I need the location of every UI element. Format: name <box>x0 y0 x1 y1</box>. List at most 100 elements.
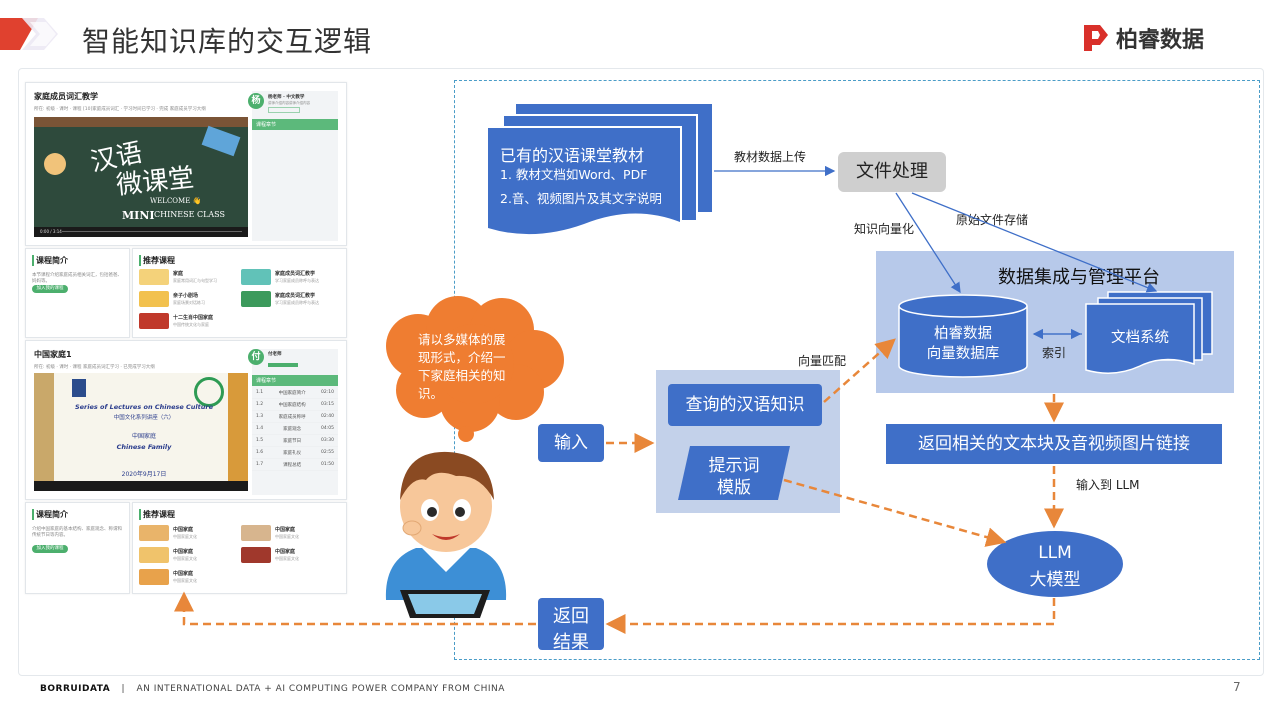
vector-database-icon <box>898 294 1028 378</box>
input-llm-label: 输入到 LLM <box>1076 478 1140 492</box>
recommend-item[interactable]: 中国家庭 中国家庭文化 <box>241 547 299 563</box>
page-title: 智能知识库的交互逻辑 <box>82 25 373 58</box>
recommend-item[interactable]: 中国家庭 中国家庭文化 <box>139 525 197 541</box>
bubble-line-1: 请以多媒体的展 <box>418 332 506 347</box>
cartoon-character <box>44 153 66 175</box>
video-line-4: Chinese Family <box>116 443 172 451</box>
recommend-item[interactable]: 家庭成员词汇教学 学习家庭成员称呼与表达 <box>241 291 319 307</box>
db-line-2: 向量数据库 <box>926 346 1000 362</box>
docs-line-2: 2.音、视频图片及其文字说明 <box>500 191 662 206</box>
follow-button[interactable] <box>268 363 298 367</box>
teacher-name: 付老师 <box>268 352 282 357</box>
llm-ellipse <box>987 531 1123 597</box>
course-screen-2: 中国家庭1 所在: 初级 · 课时 · 课程 家庭成员词汇学习 · 已完成学习大… <box>25 340 347 500</box>
page-number: 7 <box>1233 680 1241 694</box>
recommend-title: 推荐课程 <box>139 255 175 266</box>
video-welcome: WELCOME 👋 <box>150 197 202 205</box>
prompt-template-shape <box>678 446 790 500</box>
docs-title: 已有的汉语课堂教材 <box>500 146 645 165</box>
intro-title: 课程简介 <box>32 509 68 520</box>
join-course-button[interactable]: 加入我的课程 <box>32 545 68 553</box>
result-line-2: 结果 <box>553 632 589 653</box>
upload-label: 教材数据上传 <box>734 150 807 164</box>
course-screen-1: 家庭成员词汇教学 所在: 初级 · 课时 · 课程 [10]家庭成员词汇 · 学… <box>25 82 347 246</box>
vector-match-label: 向量匹配 <box>798 354 847 368</box>
teacher-sidebar: 杨 杨老师 · 中文教学 讲师介绍内容讲师介绍内容 课程章节 <box>248 91 338 241</box>
result-line-1: 返回 <box>553 606 589 627</box>
teacher-avatar: 付 <box>248 349 264 365</box>
store-label: 原始文件存储 <box>956 213 1029 227</box>
recommend-item[interactable]: 中国家庭 中国家庭文化 <box>241 525 299 541</box>
recommend-item[interactable]: 亲子小剧场 家庭场景对话练习 <box>139 291 205 307</box>
book-decoration <box>201 125 241 157</box>
tab-chapters[interactable]: 课程章节 <box>252 375 338 386</box>
index-label: 索引 <box>1042 346 1067 360</box>
recommend-item[interactable]: 十二生肖中国家庭 中国传统文化与家庭 <box>139 313 213 329</box>
footer-company: BORRUIDATA <box>40 684 111 694</box>
intro-card-2: 课程简介 介绍中国家庭的基本结构、家庭观念、称谓和传统节日等内容。 加入我的课程 <box>25 502 130 594</box>
recommend-item[interactable]: 中国家庭 中国家庭文化 <box>139 547 197 563</box>
video-player[interactable]: 汉语 微课堂 WELCOME 👋 MINI CHINESE CLASS 0:00… <box>34 117 248 237</box>
bubble-line-2: 现形式，介绍一 <box>418 350 506 365</box>
video-line-3: 中国家庭 <box>131 433 156 440</box>
bubble-line-3: 下家庭相关的知 <box>418 368 506 383</box>
video-title-2: 微课堂 <box>114 162 196 201</box>
intro-desc: 介绍中国家庭的基本结构、家庭观念、称谓和传统节日等内容。 <box>32 527 122 538</box>
prompt-line-2: 模版 <box>717 478 751 498</box>
student-cartoon <box>385 451 507 618</box>
video-progress[interactable] <box>62 231 242 232</box>
video-player[interactable]: Series of Lectures on Chinese Culture 中国… <box>34 373 248 491</box>
bubble-line-4: 识。 <box>418 386 444 401</box>
recommend-item[interactable]: 家庭成员词汇教学 学习家庭成员称呼与表达 <box>241 269 319 285</box>
recommend-item[interactable]: 家庭 家庭常用词汇与句型学习 <box>139 269 217 285</box>
corner-decoration <box>0 18 58 50</box>
video-time: 0:00 / 3:14 <box>40 229 62 234</box>
intro-desc: 本节课程介绍家庭成员相关词汇，包括爸爸、妈妈等。 <box>32 273 122 284</box>
footer: BORRUIDATA | AN INTERNATIONAL DATA + AI … <box>40 684 505 694</box>
teacher-desc: 讲师介绍内容讲师介绍内容 <box>268 101 310 105</box>
file-processing-box: 文件处理 <box>838 152 946 192</box>
llm-line-2: 大模型 <box>1029 570 1081 590</box>
video-class: CHINESE CLASS <box>154 210 225 219</box>
recommend-title: 推荐课程 <box>139 509 175 520</box>
brand-icon <box>1084 25 1108 51</box>
return-chunks-box: 返回相关的文本块及音视频图片链接 <box>886 424 1222 464</box>
recommend-item[interactable]: 中国家庭 中国家庭文化 <box>139 569 197 585</box>
footer-separator: | <box>121 684 126 694</box>
recommend-card-2: 推荐课程 中国家庭 中国家庭文化 中国家庭 中国家庭文化 中国家庭 中国家庭文化… <box>132 502 347 594</box>
join-course-button[interactable]: 加入我的课程 <box>32 285 68 293</box>
recommend-card-1: 推荐课程 家庭 家庭常用词汇与句型学习 家庭成员词汇教学 学习家庭成员称呼与表达… <box>132 248 347 338</box>
course-meta: 所在: 初级 · 课时 · 课程 家庭成员词汇学习 · 已完成学习大纲 <box>34 365 155 370</box>
course-title: 中国家庭1 <box>34 350 72 359</box>
teacher-avatar: 杨 <box>248 93 264 109</box>
tab-chapters[interactable]: 课程章节 <box>252 119 338 130</box>
platform-title: 数据集成与管理平台 <box>998 267 1160 288</box>
video-line-1: Series of Lectures on Chinese Culture <box>74 403 214 411</box>
vectorize-label: 知识向量化 <box>854 222 915 236</box>
university-emblem <box>72 379 86 397</box>
confucius-institute-logo <box>194 377 224 407</box>
return-result-box: 返回 结果 <box>538 598 604 653</box>
intro-title: 课程简介 <box>32 255 68 266</box>
course-title: 家庭成员词汇教学 <box>34 92 98 101</box>
video-line-2: 中国文化系列讲座（六） <box>113 415 175 421</box>
video-date: 2020年9月17日 <box>121 471 167 478</box>
follow-button[interactable] <box>268 107 300 113</box>
db-line-1: 柏睿数据 <box>934 326 992 342</box>
documents-stack-icon <box>486 104 712 235</box>
llm-line-1: LLM <box>1038 543 1072 563</box>
prompt-line-1: 提示词 <box>708 456 760 476</box>
teacher-name: 杨老师 · 中文教学 <box>268 95 305 100</box>
brand-logo: 柏睿数据 <box>1082 22 1204 54</box>
footer-tagline: AN INTERNATIONAL DATA + AI COMPUTING POW… <box>136 684 505 694</box>
course-meta: 所在: 初级 · 课时 · 课程 [10]家庭成员词汇 · 学习时间已学习 · … <box>34 107 206 112</box>
